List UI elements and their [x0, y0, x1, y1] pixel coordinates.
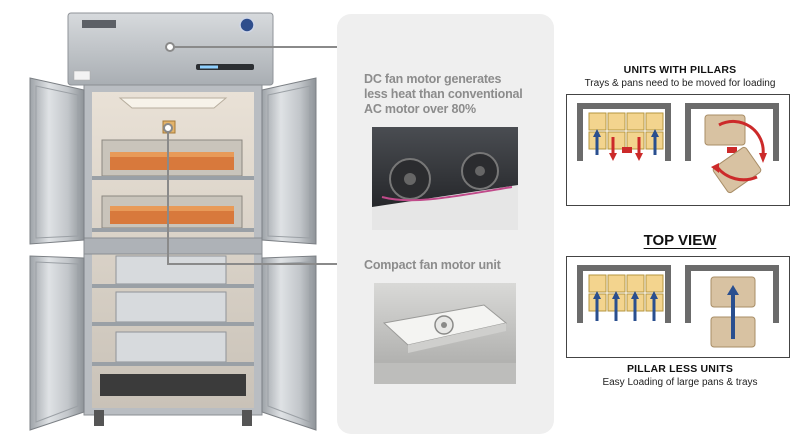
pillarless-diagram	[566, 256, 790, 358]
pillarless-subtitle: Easy Loading of large pans & trays	[602, 377, 758, 388]
feature-line: AC motor over 80%	[364, 102, 476, 116]
pillars-diagram	[566, 94, 790, 206]
feature-line: Compact fan motor unit	[364, 258, 501, 272]
left-doors	[29, 77, 85, 431]
pillars-title: UNITS WITH PILLARS	[623, 64, 737, 76]
pillars-subtitle: Trays & pans need to be moved for loadin…	[584, 78, 776, 89]
model-plate	[82, 20, 116, 28]
pillar-icon	[622, 147, 632, 153]
lower-shelves	[92, 255, 254, 396]
feature-line: less heat than conventional	[364, 87, 523, 101]
feature-compact-text: Compact fan motor unit	[364, 258, 549, 273]
sticker-icon	[73, 70, 91, 81]
right-doors	[261, 77, 317, 431]
fan-unit-icon	[118, 97, 228, 109]
pillarless-title: PILLAR LESS UNITS	[626, 363, 734, 375]
top-view-label: TOP VIEW	[643, 232, 717, 249]
feature-line: DC fan motor generates	[364, 72, 502, 86]
brand-logo-icon	[239, 17, 255, 33]
dc-fan-motor-photo	[372, 127, 518, 230]
feature-dc-fan-text: DC fan motor generates less heat than co…	[364, 72, 549, 117]
upper-shelves	[92, 139, 254, 232]
compact-fan-unit-photo	[374, 283, 516, 384]
pillar-icon	[727, 147, 737, 153]
refrigerator	[29, 12, 317, 431]
